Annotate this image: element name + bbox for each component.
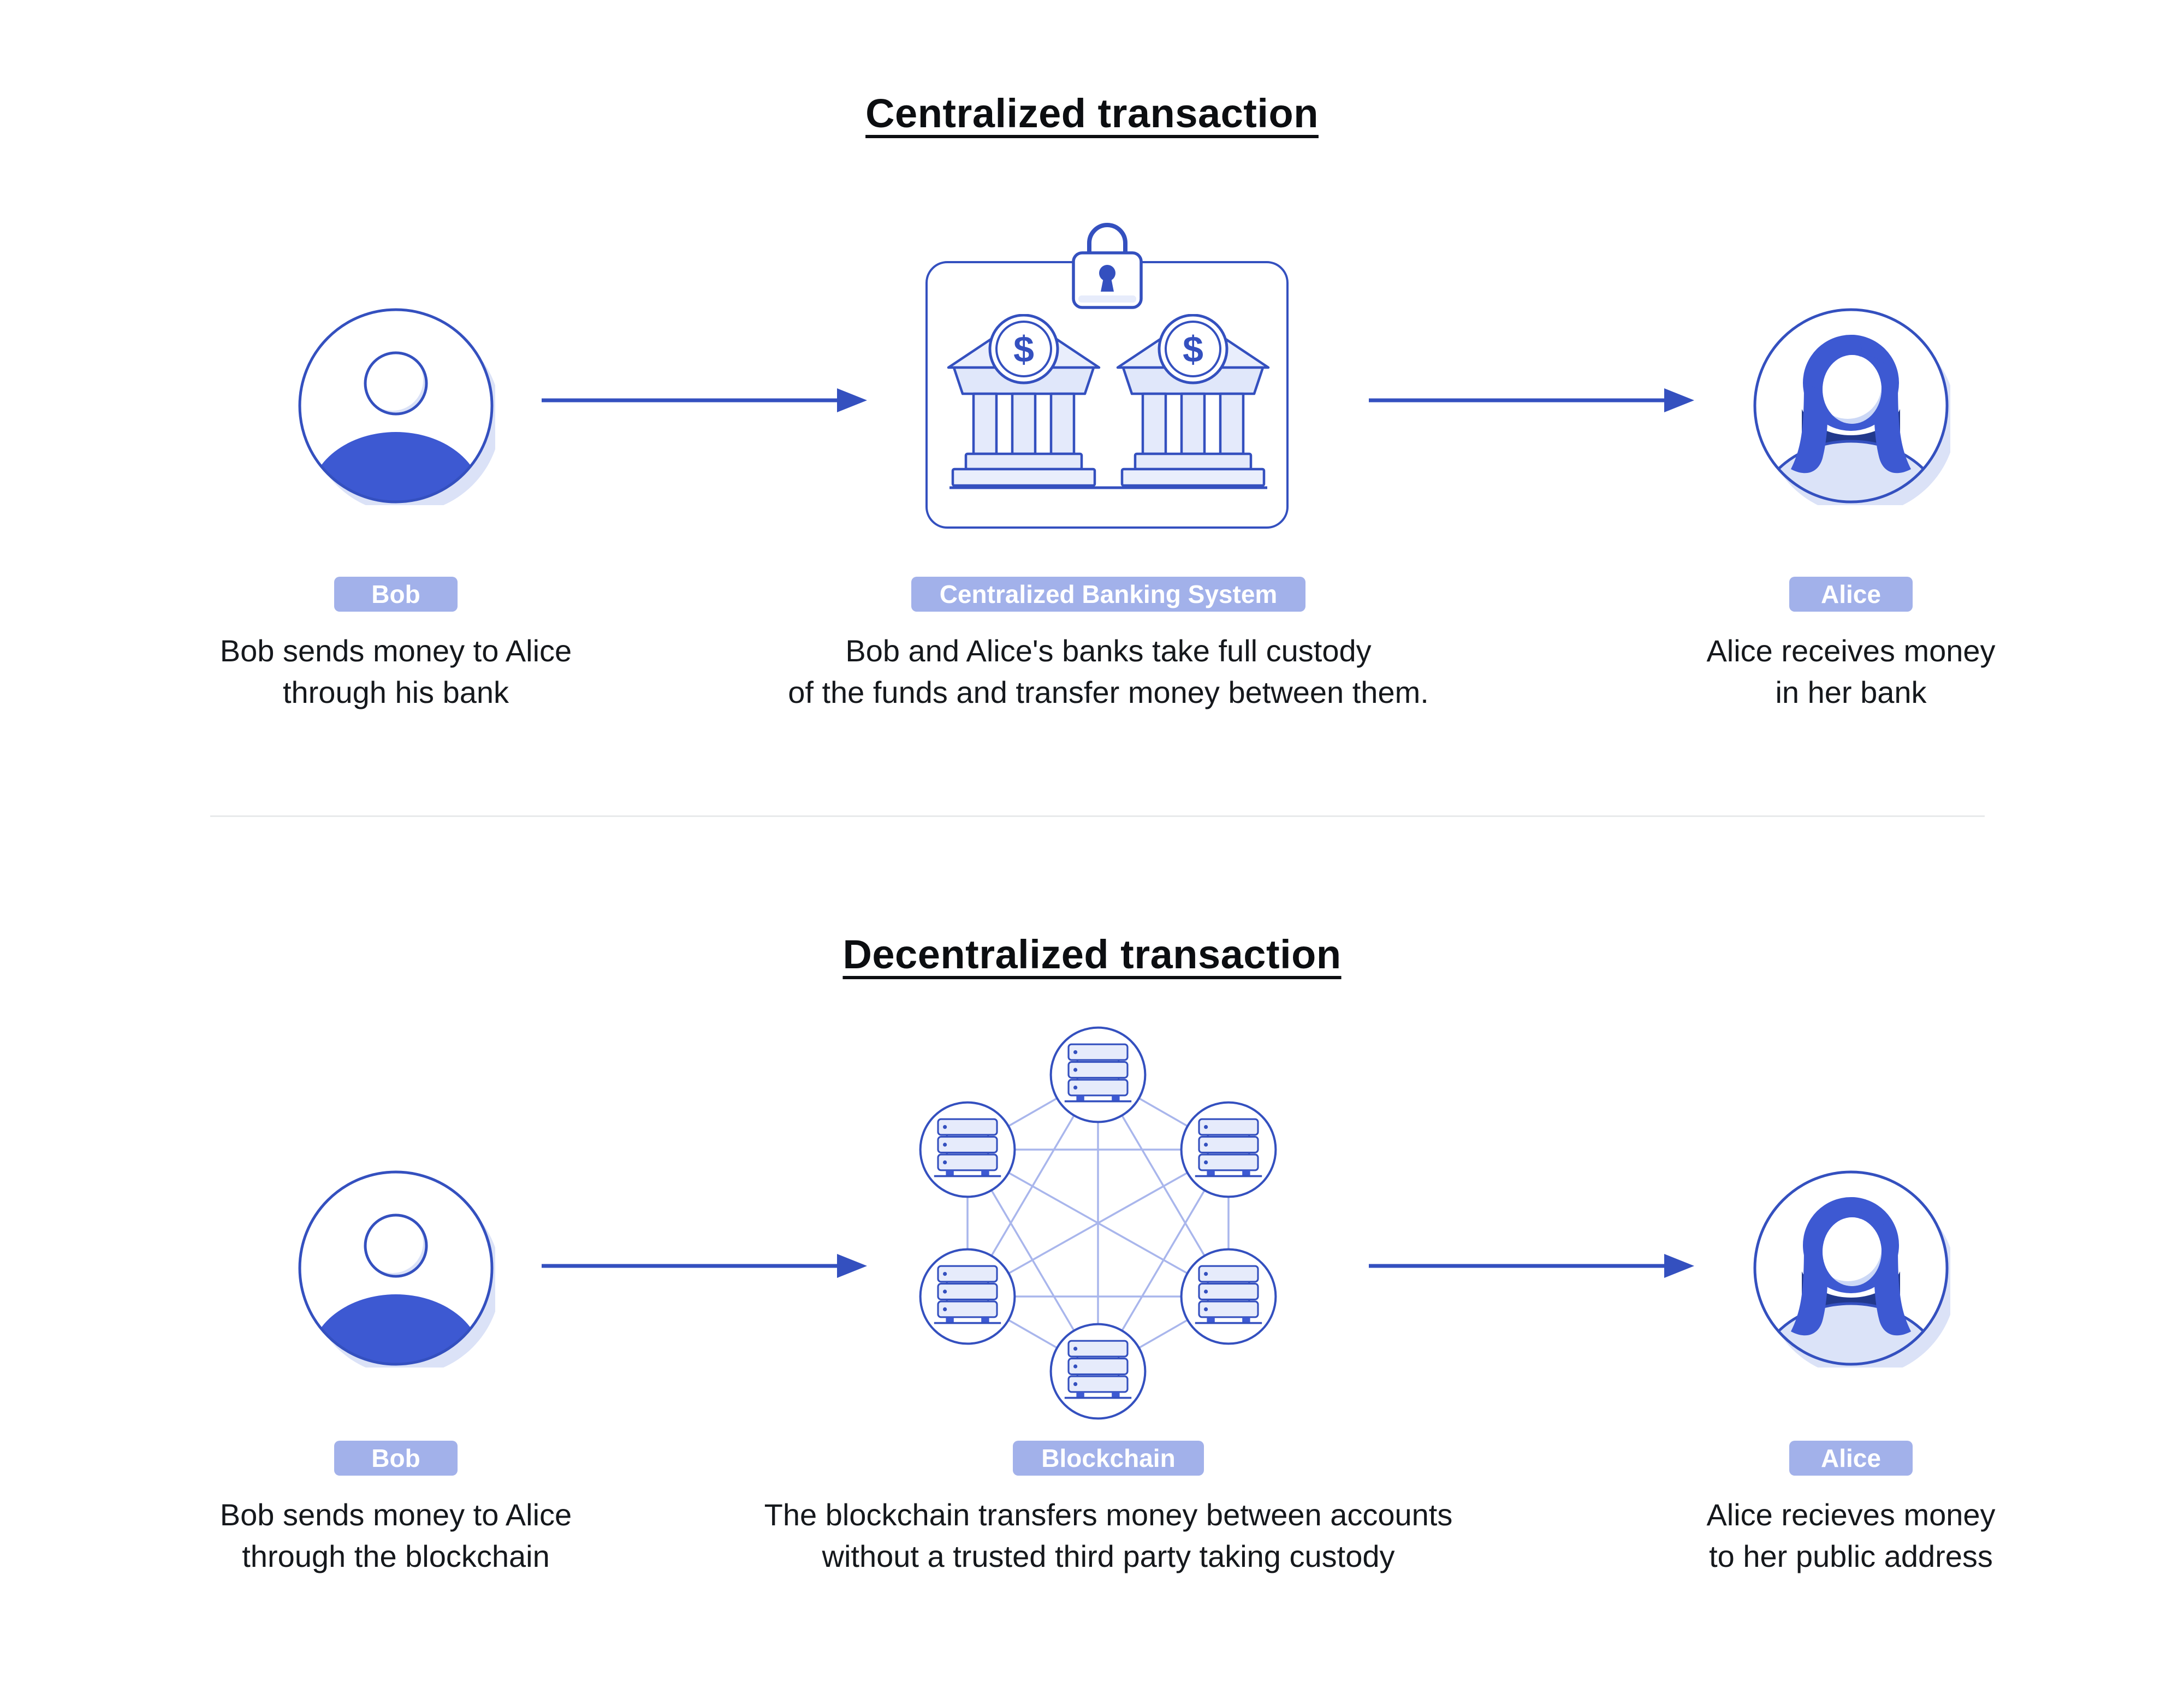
alice-name-label: Alice [1821, 1444, 1881, 1472]
bob-name-label: Bob [371, 580, 420, 608]
bob-name-badge: Bob [334, 577, 458, 612]
blockchain-column: Blockchain The blockchain transfers mone… [672, 1441, 1545, 1577]
server-node-icon [921, 1103, 1015, 1197]
alice-name-badge: Alice [1789, 577, 1913, 612]
blockchain-network-icon [906, 1016, 1289, 1431]
alice-column-centralized: Alice Alice receives money in her bank [1578, 577, 2124, 713]
bob-avatar-icon [298, 1170, 495, 1368]
server-node-icon [921, 1250, 1015, 1344]
blockchain-caption: The blockchain transfers money between a… [764, 1497, 1453, 1573]
arrow-right-icon [542, 388, 867, 412]
section-divider [210, 815, 1985, 817]
server-node-icon [1182, 1103, 1276, 1197]
arrow-right-icon [1369, 388, 1694, 412]
lock-icon [1072, 223, 1143, 309]
bob-caption: Bob sends money to Alice through his ban… [219, 634, 572, 709]
alice-caption: Alice recieves money to her public addre… [1706, 1497, 1996, 1573]
alice-name-badge: Alice [1789, 1441, 1913, 1476]
banking-system-badge: Centralized Banking System [911, 577, 1306, 612]
blockchain-badge: Blockchain [1013, 1441, 1204, 1476]
banking-system-column: Centralized Banking System Bob and Alice… [672, 577, 1545, 713]
bob-caption: Bob sends money to Alice through the blo… [219, 1497, 572, 1573]
bob-column-centralized: Bob Bob sends money to Alice through his… [123, 577, 669, 713]
bank-buildings-icon: $ [942, 314, 1275, 489]
banking-system-caption: Bob and Alice's banks take full custody … [788, 634, 1429, 709]
alice-caption: Alice receives money in her bank [1706, 634, 1996, 709]
bob-name-badge: Bob [334, 1441, 458, 1476]
bob-column-decentralized: Bob Bob sends money to Alice through the… [123, 1441, 669, 1577]
arrow-right-icon [1369, 1254, 1694, 1278]
alice-name-label: Alice [1821, 580, 1881, 608]
banking-system-label: Centralized Banking System [939, 580, 1278, 608]
server-node-icon [1051, 1324, 1146, 1419]
centralized-section-title: Centralized transaction [865, 91, 1319, 136]
server-node-icon [1051, 1028, 1146, 1122]
server-node-icon [1182, 1250, 1276, 1344]
alice-column-decentralized: Alice Alice recieves money to her public… [1578, 1441, 2124, 1577]
blockchain-label: Blockchain [1041, 1444, 1176, 1472]
arrow-right-icon [542, 1254, 867, 1278]
alice-avatar-icon [1753, 1170, 1950, 1368]
decentralized-section-title: Decentralized transaction [842, 932, 1342, 977]
bob-avatar-icon [298, 308, 495, 505]
alice-avatar-icon [1753, 308, 1950, 505]
bob-name-label: Bob [371, 1444, 420, 1472]
